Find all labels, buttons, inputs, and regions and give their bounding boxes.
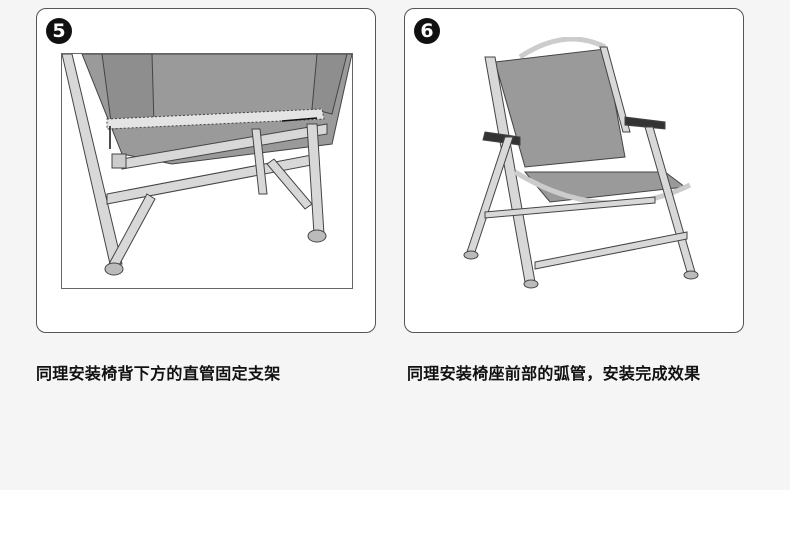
step-6-panel: 6 bbox=[404, 8, 744, 333]
step-5-caption: 同理安装椅背下方的直管固定支架 bbox=[36, 364, 281, 383]
assembled-chair-illustration bbox=[455, 36, 715, 317]
chair-back-crossbar-illustration bbox=[61, 53, 353, 289]
step-number-badge: 6 bbox=[414, 18, 440, 44]
step-5-panel: 5 bbox=[36, 8, 376, 333]
step-6-caption: 同理安装椅座前部的弧管，安装完成效果 bbox=[407, 364, 701, 383]
step-number-badge: 5 bbox=[46, 18, 72, 44]
